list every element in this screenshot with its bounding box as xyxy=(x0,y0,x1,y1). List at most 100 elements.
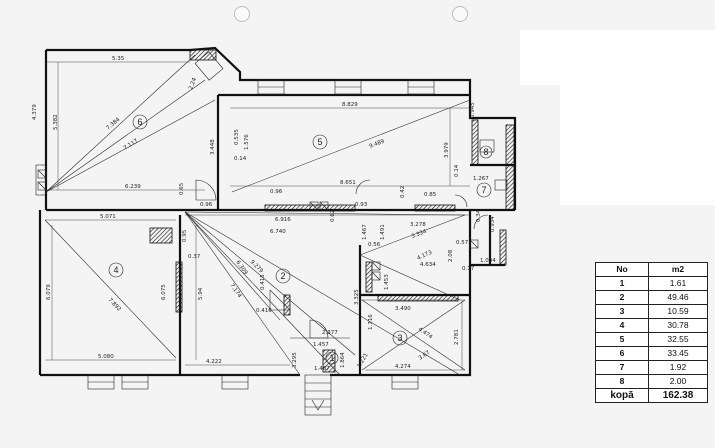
total-label: kopā xyxy=(595,388,649,403)
row-area: 30.78 xyxy=(648,318,708,333)
room-labels: 6 5 4 2 3 1 7 8 xyxy=(108,114,493,365)
row-no: 3 xyxy=(595,304,649,319)
room-number-8: 8 xyxy=(483,147,488,157)
punch-hole-left xyxy=(234,6,250,22)
svg-text:3.490: 3.490 xyxy=(395,306,411,312)
room-number-4: 4 xyxy=(113,265,118,275)
row-no: 6 xyxy=(595,346,649,361)
svg-text:1.576: 1.576 xyxy=(244,134,250,150)
svg-text:4.379: 4.379 xyxy=(32,104,38,120)
svg-text:5.080: 5.080 xyxy=(98,354,114,360)
svg-text:0.96: 0.96 xyxy=(200,202,213,208)
svg-text:7.117: 7.117 xyxy=(123,138,140,152)
svg-text:1.004: 1.004 xyxy=(480,258,496,264)
svg-text:2.377: 2.377 xyxy=(322,330,338,336)
svg-text:6.079: 6.079 xyxy=(46,284,52,300)
scan-white-patch-right xyxy=(560,85,715,205)
room-number-7: 7 xyxy=(481,185,486,195)
table-total-row: kopā 162.38 xyxy=(595,388,708,403)
svg-text:0.14: 0.14 xyxy=(234,156,247,162)
svg-text:0.95: 0.95 xyxy=(182,229,188,242)
svg-text:7.384: 7.384 xyxy=(105,116,121,131)
row-no: 2 xyxy=(595,290,649,305)
svg-text:6.309: 6.309 xyxy=(234,260,248,277)
total-value: 162.38 xyxy=(648,388,708,403)
svg-text:6.075: 6.075 xyxy=(161,284,167,300)
svg-text:3.295: 3.295 xyxy=(292,352,298,368)
svg-text:8.829: 8.829 xyxy=(342,102,358,108)
svg-text:4.474: 4.474 xyxy=(417,327,434,341)
svg-text:0.56: 0.56 xyxy=(368,242,381,248)
svg-text:5.071: 5.071 xyxy=(100,214,116,220)
svg-text:1.457: 1.457 xyxy=(313,342,329,348)
svg-text:1.453: 1.453 xyxy=(384,274,390,290)
row-no: 7 xyxy=(595,360,649,375)
svg-text:0.934: 0.934 xyxy=(490,216,496,232)
row-area: 1.92 xyxy=(648,360,708,375)
svg-text:2.24: 2.24 xyxy=(188,77,198,91)
svg-text:6.239: 6.239 xyxy=(125,184,141,190)
header-no: No xyxy=(595,262,649,277)
svg-text:0.42: 0.42 xyxy=(400,186,406,198)
svg-text:4.634: 4.634 xyxy=(420,262,436,268)
svg-text:2.08: 2.08 xyxy=(448,249,454,262)
svg-text:0.416: 0.416 xyxy=(256,308,272,314)
svg-text:1.221: 1.221 xyxy=(357,352,370,369)
svg-text:0.65: 0.65 xyxy=(179,182,185,195)
row-no: 8 xyxy=(595,374,649,389)
svg-text:2.781: 2.781 xyxy=(454,329,460,345)
svg-text:0.535: 0.535 xyxy=(234,129,240,145)
svg-text:0.93: 0.93 xyxy=(355,202,368,208)
entrance-stairs xyxy=(304,374,332,416)
svg-text:3.325: 3.325 xyxy=(354,289,360,305)
room-number-5: 5 xyxy=(317,137,322,147)
triangulation-lines xyxy=(44,54,471,376)
row-area: 1.61 xyxy=(648,276,708,291)
svg-text:6.740: 6.740 xyxy=(270,229,286,235)
svg-text:0.17: 0.17 xyxy=(462,266,475,272)
svg-text:0.945: 0.945 xyxy=(470,102,476,118)
svg-text:5.35: 5.35 xyxy=(112,56,125,62)
svg-text:7.892: 7.892 xyxy=(107,297,122,312)
svg-text:0.14: 0.14 xyxy=(454,164,460,177)
row-area: 2.00 xyxy=(648,374,708,389)
room-number-1: 1 xyxy=(329,353,334,363)
svg-text:5.94: 5.94 xyxy=(198,287,204,300)
room-number-3: 3 xyxy=(397,333,402,343)
scan-white-patch-top xyxy=(520,30,715,85)
svg-text:4.274: 4.274 xyxy=(395,364,411,370)
windows xyxy=(35,51,435,390)
row-area: 10.59 xyxy=(648,304,708,319)
svg-text:8.651: 8.651 xyxy=(340,180,356,186)
svg-text:6.916: 6.916 xyxy=(275,217,291,223)
svg-text:3.979: 3.979 xyxy=(444,142,450,158)
svg-text:0.34: 0.34 xyxy=(476,209,482,222)
row-no: 4 xyxy=(595,318,649,333)
svg-text:9.489: 9.489 xyxy=(369,138,386,149)
svg-text:4.222: 4.222 xyxy=(206,359,222,365)
room-number-2: 2 xyxy=(280,271,285,281)
row-no: 5 xyxy=(595,332,649,347)
svg-text:9.279: 9.279 xyxy=(249,259,265,275)
svg-text:0.85: 0.85 xyxy=(424,192,437,198)
row-area: 49.46 xyxy=(648,290,708,305)
svg-text:1.864: 1.864 xyxy=(340,352,346,368)
svg-text:0.57: 0.57 xyxy=(456,240,469,246)
svg-text:1.716: 1.716 xyxy=(368,314,374,330)
svg-text:3.448: 3.448 xyxy=(210,139,216,155)
walls xyxy=(38,46,517,377)
table-header-row: No m2 xyxy=(595,262,708,277)
svg-text:4.173: 4.173 xyxy=(416,250,433,262)
svg-text:3.278: 3.278 xyxy=(410,222,426,228)
svg-text:1.487: 1.487 xyxy=(314,366,330,372)
row-area: 33.45 xyxy=(648,346,708,361)
